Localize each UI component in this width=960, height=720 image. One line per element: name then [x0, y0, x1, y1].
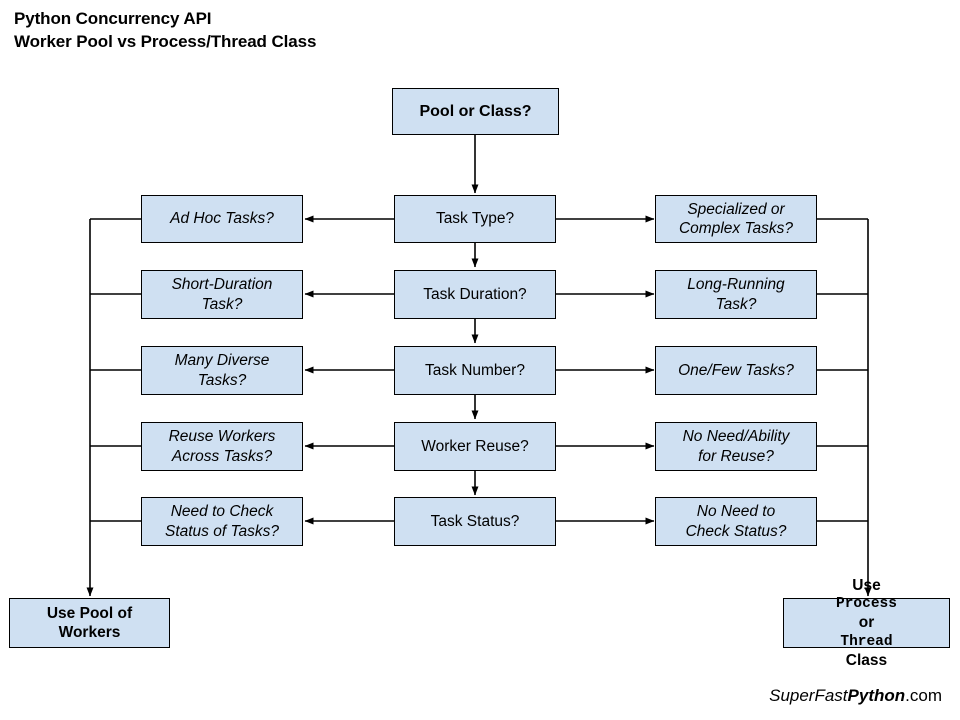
node-left-short-duration-task-line1: Short-Duration: [171, 276, 273, 294]
node-left-many-diverse-tasks-line1: Many Diverse: [174, 352, 270, 370]
footer-dotcom: .com: [905, 686, 942, 705]
node-left-reuse-workers-line2: Across Tasks?: [171, 447, 273, 465]
title-line-2: Worker Pool vs Process/Thread Class: [14, 31, 317, 51]
footer-superfast: SuperFast: [769, 686, 848, 705]
terminal-left-line1: Use Pool of: [46, 604, 133, 622]
terminal-right-prefix: Use: [852, 576, 881, 594]
node-right-long-running-line2: Task?: [715, 295, 757, 313]
terminal-right-line1: Use Process or: [836, 576, 897, 633]
node-left-ad-hoc-tasks[interactable]: Ad Hoc Tasks?: [141, 195, 303, 243]
node-left-short-duration-task-line2: Task?: [201, 295, 243, 313]
node-root-pool-or-class[interactable]: Pool or Class?: [392, 88, 559, 135]
terminal-right-mono-thread: Thread: [840, 633, 893, 650]
node-center-task-duration-label: Task Duration?: [423, 285, 527, 303]
node-terminal-use-pool-of-workers[interactable]: Use Pool of Workers: [9, 598, 170, 648]
node-left-ad-hoc-tasks-line1: Ad Hoc Tasks?: [170, 210, 274, 228]
node-right-no-need-check-line2: Check Status?: [685, 522, 787, 540]
node-center-task-number[interactable]: Task Number?: [394, 346, 556, 395]
node-center-worker-reuse-label: Worker Reuse?: [421, 437, 529, 455]
node-right-no-need-ability-for-reuse[interactable]: No Need/Ability for Reuse?: [655, 422, 817, 471]
node-left-need-check-status-line2: Status of Tasks?: [164, 522, 280, 540]
title-line-1: Python Concurrency API: [14, 9, 212, 28]
node-right-specialized-complex-tasks[interactable]: Specialized or Complex Tasks?: [655, 195, 817, 243]
terminal-right-line2: Thread Class: [836, 633, 897, 671]
node-left-short-duration-task[interactable]: Short-Duration Task?: [141, 270, 303, 319]
node-right-no-need-check-status[interactable]: No Need to Check Status?: [655, 497, 817, 546]
node-left-many-diverse-tasks-line2: Tasks?: [197, 371, 247, 389]
node-left-need-to-check-status[interactable]: Need to Check Status of Tasks?: [141, 497, 303, 546]
node-left-need-check-status-line1: Need to Check: [170, 503, 274, 521]
terminal-right-suffix: Class: [845, 651, 888, 669]
node-center-worker-reuse[interactable]: Worker Reuse?: [394, 422, 556, 471]
node-right-long-running-line1: Long-Running: [687, 276, 785, 294]
node-right-no-need-reuse-line2: for Reuse?: [698, 447, 774, 465]
terminal-right-mono-process: Process: [836, 596, 897, 613]
node-right-long-running-task[interactable]: Long-Running Task?: [655, 270, 817, 319]
node-right-specialized-line2: Complex Tasks?: [678, 220, 793, 237]
node-right-specialized-line1: Specialized or: [687, 200, 785, 218]
node-center-task-type[interactable]: Task Type?: [394, 195, 556, 243]
terminal-left-line2: Workers: [58, 624, 121, 641]
node-center-task-type-label: Task Type?: [435, 210, 515, 228]
node-left-reuse-workers-across-tasks[interactable]: Reuse Workers Across Tasks?: [141, 422, 303, 471]
node-center-task-number-label: Task Number?: [425, 361, 525, 379]
terminal-right-middle: or: [858, 614, 875, 632]
node-left-many-diverse-tasks[interactable]: Many Diverse Tasks?: [141, 346, 303, 395]
footer-branding: SuperFastPython.com: [769, 686, 942, 706]
node-right-no-need-check-line1: No Need to: [696, 503, 776, 521]
node-root-label: Pool or Class?: [419, 102, 532, 120]
node-right-one-few-tasks-line1: One/Few Tasks?: [678, 361, 794, 379]
node-left-reuse-workers-line1: Reuse Workers: [168, 428, 276, 446]
node-right-one-few-tasks[interactable]: One/Few Tasks?: [655, 346, 817, 395]
footer-python: Python: [847, 686, 906, 705]
page-title: Python Concurrency API Worker Pool vs Pr…: [14, 8, 316, 54]
node-center-task-duration[interactable]: Task Duration?: [394, 270, 556, 319]
node-center-task-status-label: Task Status?: [430, 512, 520, 530]
node-right-no-need-reuse-line1: No Need/Ability: [682, 428, 790, 446]
node-terminal-use-process-or-thread-class[interactable]: Use Process or Thread Class: [783, 577, 950, 669]
node-center-task-status[interactable]: Task Status?: [394, 497, 556, 546]
